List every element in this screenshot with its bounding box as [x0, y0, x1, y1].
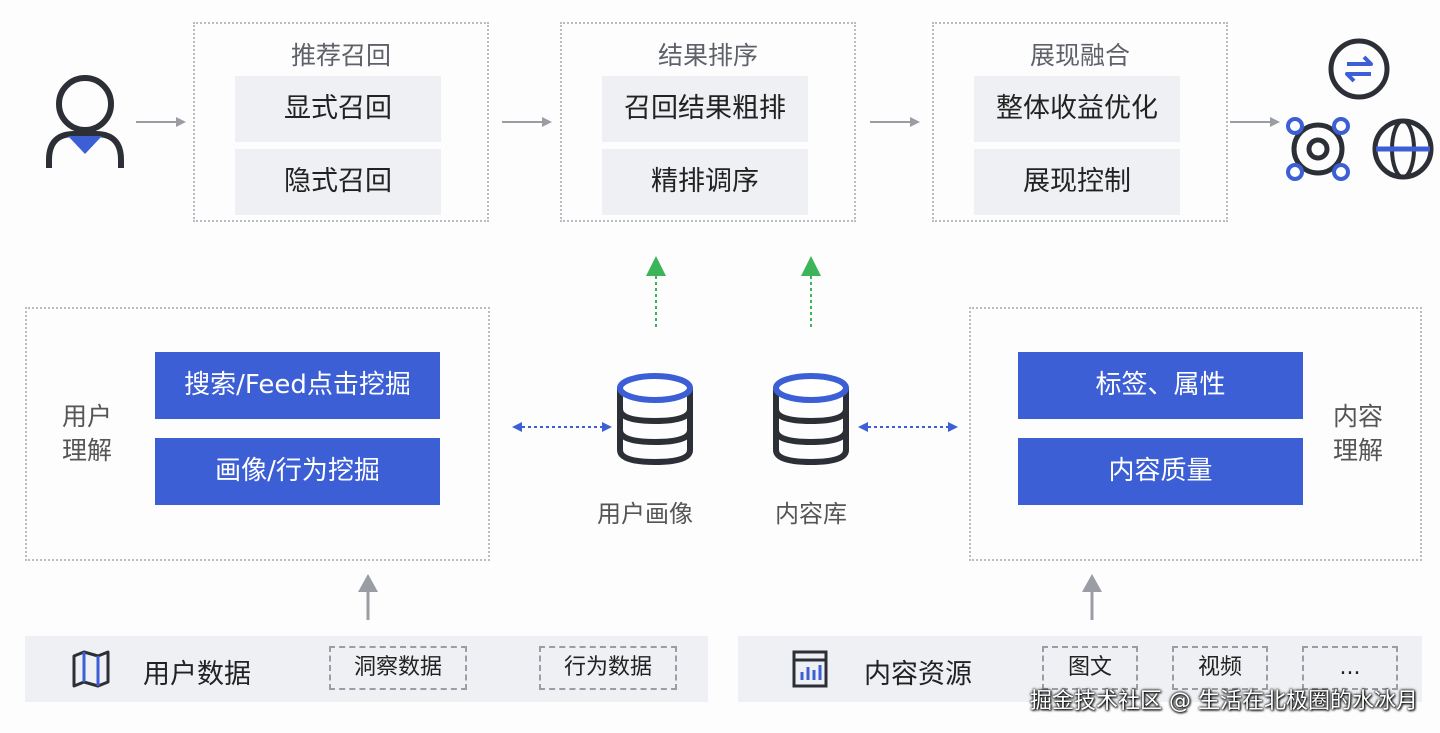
- user-item-search-feed: 搜索/Feed点击挖掘: [155, 352, 440, 419]
- content-source-label: 内容资源: [864, 659, 972, 690]
- map-icon: [72, 650, 110, 688]
- user-profile-label: 用户画像: [597, 500, 693, 528]
- ranking-title: 结果排序: [657, 41, 758, 70]
- content-item-quality: 内容质量: [1018, 438, 1303, 505]
- user-data-label: 用户数据: [143, 659, 251, 690]
- green-arrow-content-up: [801, 256, 821, 330]
- ranking-item-coarse: 召回结果粗排: [602, 76, 808, 142]
- arrow-to-ranking: [502, 117, 552, 127]
- recall-item-implicit: 隐式召回: [235, 149, 441, 215]
- recall-item-explicit: 显式召回: [235, 76, 441, 142]
- globe-icon: [1372, 118, 1434, 180]
- green-arrow-profile-up: [646, 256, 666, 330]
- arrow-content-source-up: [1082, 574, 1102, 620]
- content-understanding-box: [969, 307, 1422, 561]
- ranking-item-fine: 精排调序: [602, 149, 808, 215]
- hub-icon: [1286, 117, 1350, 181]
- user-understanding-box: [25, 307, 490, 561]
- user-understanding-label: 用户理解: [62, 400, 118, 468]
- double-arrow-left: [512, 422, 612, 432]
- display-item-revenue: 整体收益优化: [974, 76, 1180, 142]
- display-title: 展现融合: [1029, 41, 1130, 70]
- user-icon: [46, 75, 124, 168]
- double-arrow-right: [858, 422, 958, 432]
- arrow-to-outputs: [1230, 117, 1280, 127]
- recall-box: 推荐召回 显式召回 隐式召回: [193, 22, 489, 222]
- content-item-tags: 标签、属性: [1018, 352, 1303, 419]
- database-icon: [617, 373, 693, 466]
- content-understanding-label-text: 内容理解: [1333, 402, 1384, 465]
- arrow-to-recall: [136, 117, 186, 127]
- tag-insight-data: 洞察数据: [329, 646, 467, 690]
- user-understanding-label-text: 用户理解: [62, 402, 113, 465]
- tag-video: 视频: [1172, 646, 1268, 690]
- tag-more: ...: [1302, 646, 1398, 690]
- content-understanding-label: 内容理解: [1333, 400, 1389, 468]
- watermark: 掘金技术社区 @ 生活在北极圈的水冰月: [1030, 689, 1418, 714]
- tag-behavior-data: 行为数据: [539, 646, 677, 690]
- display-item-control: 展现控制: [974, 149, 1180, 215]
- content-store-label: 内容库: [775, 500, 847, 528]
- recall-title: 推荐召回: [290, 41, 391, 70]
- ranking-box: 结果排序 召回结果粗排 精排调序: [560, 22, 856, 222]
- database-icon: [773, 373, 849, 466]
- exchange-icon: [1328, 38, 1390, 100]
- arrow-user-data-up: [358, 574, 378, 620]
- tag-image-text: 图文: [1042, 646, 1138, 690]
- display-box: 展现融合 整体收益优化 展现控制: [932, 22, 1228, 222]
- arrow-to-display: [870, 117, 920, 127]
- chart-icon: [792, 650, 828, 688]
- user-item-profile-behavior: 画像/行为挖掘: [155, 438, 440, 505]
